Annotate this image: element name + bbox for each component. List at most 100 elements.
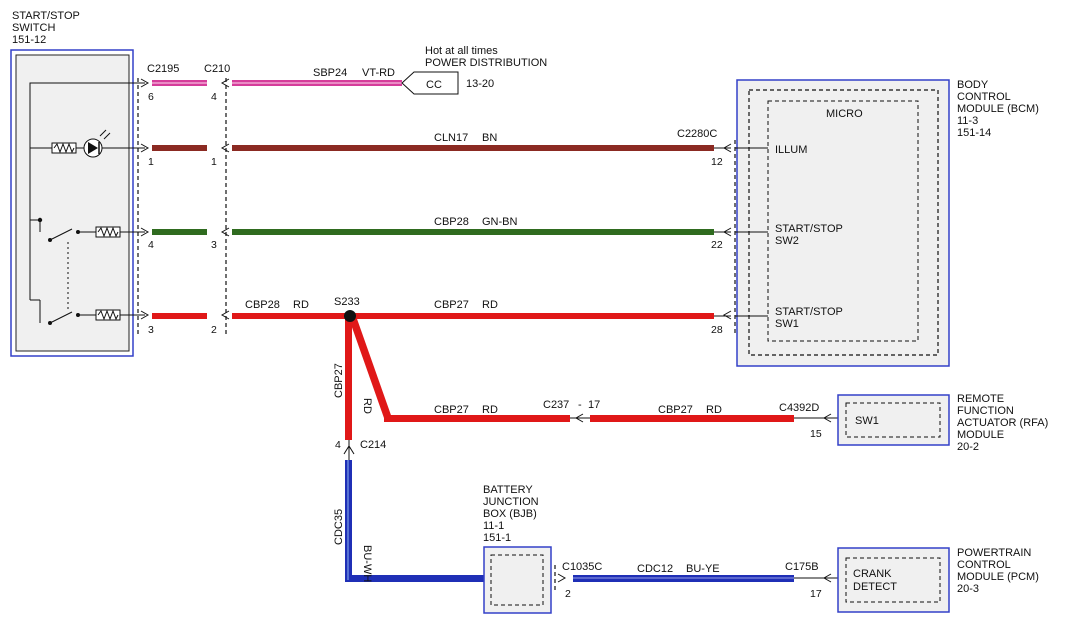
rfa-pin-label: SW1 <box>855 415 879 427</box>
connector-c210: C210 <box>204 63 230 75</box>
wire-cbp28-rd-seg-1 <box>152 313 207 319</box>
wire-cbp27-rfa-b-circuit: CBP27 <box>658 404 693 416</box>
wire-cbp28-gn-circuit: CBP28 <box>434 216 469 228</box>
powertrain-control-module: C175B 17 CRANK DETECT POWERTRAIN CONTROL… <box>785 547 1039 613</box>
wire-cln17-seg-1 <box>152 145 207 151</box>
rfa-ref: 20-2 <box>957 441 979 453</box>
switch-contact-2-blade <box>49 311 73 324</box>
wire-cln17-color: BN <box>482 132 497 144</box>
bcm-micro-label: MICRO <box>826 108 863 120</box>
wire-cbp27-rd-color: RD <box>482 299 498 311</box>
rfa-inner <box>845 402 941 438</box>
pin-c2280c-row4: 28 <box>711 324 723 336</box>
wire-cbp27-rfa-seg-2 <box>590 415 794 422</box>
wire-cln17: CLN17 BN 1 1 12 <box>148 132 723 168</box>
wire-cbp27-diagonal <box>348 316 392 418</box>
power-distribution: CC Hot at all times POWER DISTRIBUTION 1… <box>401 45 547 95</box>
c2195-pin-arrow <box>140 78 150 88</box>
pin-c2195-row1: 6 <box>148 91 154 103</box>
bcm-dashed-boundary <box>748 89 939 356</box>
bjb-inner <box>490 554 544 606</box>
wire-cdc35-color: BU-WH <box>361 545 373 582</box>
power-note: Hot at all times <box>425 45 498 57</box>
wire-cbp27-rd-circuit: CBP27 <box>434 299 469 311</box>
c210-pin-arrow <box>220 227 230 237</box>
bjb-name-line3: BOX (BJB) <box>483 508 537 520</box>
rfa-name-line3: ACTUATOR (RFA) <box>957 417 1048 429</box>
connector-c4392d: C4392D <box>779 402 819 414</box>
wire-cbp28-gn-color: GN-BN <box>482 216 518 228</box>
power-ref: 13-20 <box>466 78 494 90</box>
wire-sbp24-color: VT-RD <box>362 67 395 79</box>
wire-cbp28-gn-seg-2 <box>232 229 714 235</box>
pin-c210-row1: 4 <box>211 91 217 103</box>
pcm-name-line3: MODULE (PCM) <box>957 571 1039 583</box>
connector-c2280c: C2280C <box>677 128 717 140</box>
wire-cln17-seg-2 <box>232 145 714 151</box>
splice-s233: S233 CBP27 RD CBP27 RD CBP27 RD C237 - 1… <box>333 296 794 440</box>
pin-c2195-row2: 1 <box>148 156 154 168</box>
battery-junction-box: BATTERY JUNCTION BOX (BJB) 11-1 151-1 C1… <box>483 484 602 614</box>
bjb-name-line2: JUNCTION <box>483 496 539 508</box>
resistor-zigzag-1 <box>97 226 119 238</box>
pin-c4392d: 15 <box>810 428 822 440</box>
switch-name-line1: START/STOP <box>12 10 80 22</box>
bcm-ref1: 11-3 <box>957 115 978 127</box>
connector-c237: C237 <box>543 399 569 411</box>
wire-cbp27-rfa-seg-1 <box>384 415 570 422</box>
pcm-pin-line1: CRANK <box>853 568 892 580</box>
pcm-name-line2: CONTROL <box>957 559 1011 571</box>
wire-cln17-circuit: CLN17 <box>434 132 468 144</box>
wire-sbp24-circuit: SBP24 <box>313 67 347 79</box>
start-stop-switch: START/STOP SWITCH 151-12 <box>10 10 145 357</box>
wire-cbp27-rfa-a-circuit: CBP27 <box>434 404 469 416</box>
pcm-inner <box>845 557 941 603</box>
wire-cbp28-rd: CBP28 RD 3 2 <box>148 299 348 336</box>
wire-cbp28-gn-seg-1 <box>152 229 207 235</box>
pin-c2195-row4: 3 <box>148 324 154 336</box>
led-light-ray-1 <box>99 129 107 137</box>
wire-sbp24: SBP24 VT-RD 6 4 <box>148 67 402 103</box>
switch-contact-1-blade <box>49 228 73 241</box>
wire-cdc12-circuit: CDC12 <box>637 563 673 575</box>
c4392d-pin-arrow <box>822 413 832 423</box>
rfa-module: C4392D 15 SW1 REMOTE FUNCTION ACTUATOR (… <box>779 393 1048 453</box>
bcm-micro-box <box>767 100 919 342</box>
bcm-pin-sw1-line1: START/STOP <box>775 306 843 318</box>
c210-pin-arrow <box>220 310 230 320</box>
rfa-name-line2: FUNCTION <box>957 405 1014 417</box>
pin-c214: 4 <box>335 439 341 451</box>
c2195-pin-arrow <box>140 310 150 320</box>
led-diode-symbol <box>88 142 98 154</box>
pcm-ref: 20-3 <box>957 583 979 595</box>
wire-cbp27-vertical <box>345 318 352 440</box>
led-light-ray-2 <box>103 132 111 140</box>
rfa-name-line1: REMOTE <box>957 393 1004 405</box>
pcm-pin-line2: DETECT <box>853 581 897 593</box>
bcm-ref2: 151-14 <box>957 127 991 139</box>
bcm-pin-sw2-line1: START/STOP <box>775 223 843 235</box>
pin-c1035c: 2 <box>565 588 571 600</box>
bcm-name-line3: MODULE (BCM) <box>957 103 1039 115</box>
resistor-zigzag-2 <box>97 309 119 321</box>
pin-c2280c-row2: 12 <box>711 156 723 168</box>
splice-s233-label: S233 <box>334 296 360 308</box>
wire-cdc35-horizontal <box>345 575 485 582</box>
connector-c237-dash: - <box>578 399 582 411</box>
pin-c210-row2: 1 <box>211 156 217 168</box>
wire-cbp27-vert-circuit: CBP27 <box>333 363 345 398</box>
wire-cbp27-rd-seg <box>350 313 714 319</box>
connector-c237-pin: 17 <box>588 399 600 411</box>
c210-pin-arrow <box>220 78 230 88</box>
connector-c214: C214 <box>360 439 386 451</box>
bcm-pin-illum: ILLUM <box>775 144 807 156</box>
wire-cdc12: CDC12 BU-YE <box>573 563 794 582</box>
connector-c175b: C175B <box>785 561 819 573</box>
c175b-pin-arrow <box>822 573 832 583</box>
connector-c2195: C2195 <box>147 63 179 75</box>
c237-pin-arrow <box>574 413 584 423</box>
wire-cbp27-rfa-b-color: RD <box>706 404 722 416</box>
wire-cbp27-rfa-a-color: RD <box>482 404 498 416</box>
wire-cdc35-circuit: CDC35 <box>333 509 345 545</box>
